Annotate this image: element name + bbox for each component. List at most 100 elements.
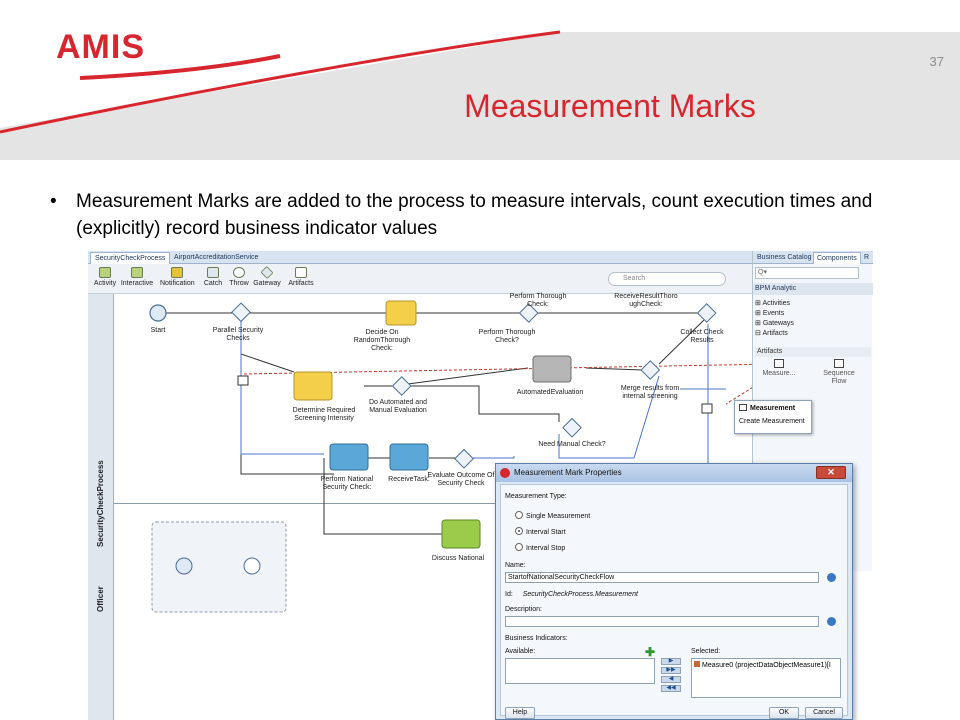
decide-task[interactable] — [385, 300, 417, 326]
swimlane-header: SecurityCheckProcess Officer — [88, 294, 114, 720]
node-label-do-auto: Do Automated and Manual Evaluation — [369, 399, 427, 414]
description-help-icon[interactable] — [827, 617, 836, 626]
palette-group-bpm-analytic[interactable]: BPM Analytic — [753, 283, 873, 295]
add-indicator-icon[interactable]: ✚ — [645, 645, 656, 659]
business-indicators-label: Business Indicators: — [505, 635, 568, 642]
palette-item-sequence-flow[interactable]: Sequence Flow — [817, 359, 861, 386]
dialog-titlebar: Measurement Mark Properties ✕ — [496, 464, 852, 482]
palette-row-events[interactable]: ⊞ Events — [755, 310, 785, 317]
measurement-icon — [774, 359, 784, 368]
measurement-mark-icon[interactable] — [237, 375, 249, 386]
bullet-dot: • — [50, 191, 57, 212]
determine-task[interactable] — [293, 371, 333, 401]
cancel-button[interactable]: Cancel — [805, 707, 843, 719]
measurement-mark-dialog: Measurement Mark Properties ✕ Measuremen… — [495, 463, 853, 720]
radio-interval-start[interactable]: Interval Start — [515, 527, 566, 536]
interactive-icon — [131, 267, 143, 278]
name-help-icon[interactable] — [827, 573, 836, 582]
toolbar-label: Gateway — [253, 280, 281, 287]
slide-title: Measurement Marks — [464, 88, 756, 124]
officer-subprocess — [151, 521, 287, 613]
merge-gateway — [640, 360, 661, 380]
parallel-gateway — [231, 302, 251, 323]
radio-icon — [515, 511, 523, 519]
description-field[interactable] — [505, 616, 819, 627]
name-field[interactable]: StartofNationalSecurityCheckFlow — [505, 572, 819, 583]
node-label-determine: Determine Required Screening Intensity — [292, 407, 356, 422]
toolbar-interactive[interactable]: Interactive — [120, 267, 154, 287]
measurement-mark-icon[interactable] — [701, 403, 713, 414]
discuss-task[interactable] — [441, 519, 481, 549]
toolbar-gateway[interactable]: Gateway — [250, 265, 284, 287]
move-all-left-button[interactable]: ◀◀ — [661, 685, 681, 692]
node-label-receive-task: ReceiveTask: — [388, 476, 430, 483]
move-all-right-button[interactable]: ▶▶ — [661, 667, 681, 674]
node-label-start: Start — [150, 327, 166, 334]
editor-tabs: SecurityCheckProcess AirportAccreditatio… — [88, 251, 752, 264]
palette-row-label: Gateways — [762, 320, 794, 327]
toolbar-label: Artifacts — [288, 280, 314, 287]
node-label-automated: AutomatedEvaluation — [516, 389, 584, 396]
palette-section-artifacts: Artifacts — [755, 347, 871, 357]
toolbar-catch[interactable]: Catch — [196, 267, 230, 287]
available-list[interactable] — [505, 658, 655, 684]
toolbar-artifacts[interactable]: Artifacts — [284, 267, 318, 287]
help-button[interactable]: Help — [505, 707, 535, 719]
measurement-tooltip: Measurement Create Measurement — [734, 400, 812, 434]
available-label: Available: — [505, 648, 536, 655]
node-label-merge: Merge results from internal screening — [620, 385, 680, 400]
id-label-text: Id: — [505, 591, 513, 598]
toolbar-throw[interactable]: Throw — [222, 267, 256, 287]
tooltip-title: Measurement — [739, 404, 807, 412]
palette-row-artifacts[interactable]: ⊟ Artifacts — [755, 330, 788, 337]
receive-task[interactable] — [389, 443, 429, 471]
node-label-decide: Decide On RandomThorough Check: — [353, 329, 411, 352]
start-event[interactable] — [149, 304, 167, 322]
automated-task[interactable] — [532, 355, 572, 383]
notification-icon — [171, 267, 183, 278]
palette-row-gateways[interactable]: ⊞ Gateways — [755, 320, 794, 327]
radio-interval-stop[interactable]: Interval Stop — [515, 543, 565, 552]
radio-single-measurement[interactable]: Single Measurement — [515, 511, 590, 520]
node-label-perform-thorough: Perform Thorough Check: — [509, 293, 567, 308]
toolbar-label: Notification — [160, 280, 195, 287]
selected-list-item[interactable]: Measure0 (projectDataObjectMeasure1)[I — [694, 661, 838, 669]
palette-tab-components[interactable]: Components — [813, 252, 861, 264]
move-right-button[interactable]: ▶ — [661, 658, 681, 665]
palette-item-measurement[interactable]: Measure... — [759, 359, 799, 378]
radio-checked-icon — [515, 527, 523, 535]
amis-logo: AMIS — [56, 28, 145, 66]
national-task[interactable] — [329, 443, 369, 471]
selected-item-label: Measure0 (projectDataObjectMeasure1)[I — [702, 662, 831, 669]
tab-airportaccreditationservice[interactable]: AirportAccreditationService — [174, 254, 259, 261]
node-label-national: Perform National Security Check: — [320, 476, 374, 491]
palette-row-activities[interactable]: ⊞ Activities — [755, 300, 791, 307]
palette-tab-business-catalog[interactable]: Business Catalog — [757, 254, 812, 261]
thorough-gateway — [518, 303, 539, 323]
ok-button[interactable]: OK — [769, 707, 799, 719]
need-manual-gateway — [562, 417, 582, 438]
palette-row-label: Artifacts — [762, 330, 788, 337]
palette-tab-r[interactable]: R — [864, 254, 870, 261]
bullet-text: Measurement Marks are added to the proce… — [76, 191, 873, 239]
lane-label-process: SecurityCheckProcess — [96, 460, 105, 548]
move-left-button[interactable]: ◀ — [661, 676, 681, 683]
palette-item-label: Measure... — [762, 370, 796, 377]
dialog-body: Measurement Type: Single Measurement Int… — [500, 484, 848, 719]
toolbar-activity[interactable]: Activity — [88, 267, 122, 287]
evaluate-gateway — [454, 448, 474, 469]
slide-number: 37 — [929, 54, 944, 69]
editor-search-input[interactable]: Search — [608, 272, 726, 286]
palette-search-input[interactable]: Q▾ — [755, 267, 859, 279]
selected-label: Selected: — [691, 648, 721, 655]
tab-securitycheckprocess[interactable]: SecurityCheckProcess — [90, 252, 171, 264]
selected-list[interactable]: Measure0 (projectDataObjectMeasure1)[I — [691, 658, 841, 698]
node-label-collect: Collect Check Results — [680, 329, 724, 344]
toolbar-notification[interactable]: Notification — [160, 267, 195, 287]
close-button[interactable]: ✕ — [816, 466, 846, 479]
artifacts-icon — [295, 267, 307, 278]
node-label-receive-result: ReceiveResultThoro ughCheck: — [614, 293, 678, 308]
palette-row-label: Events — [762, 310, 785, 317]
officer-end-event — [243, 557, 261, 575]
measure-icon — [694, 661, 700, 667]
